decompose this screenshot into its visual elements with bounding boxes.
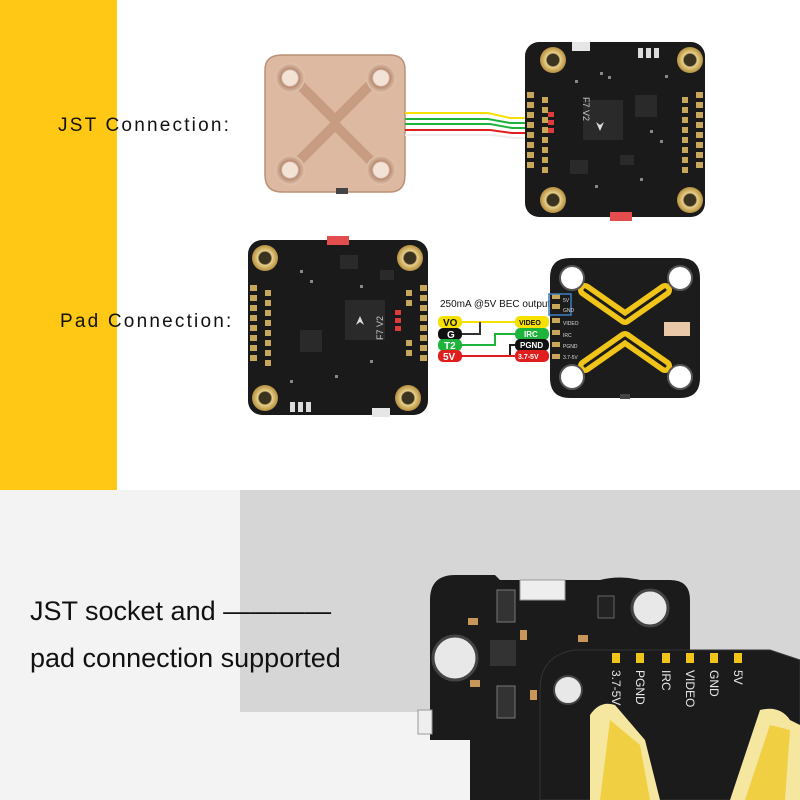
vtx-side-label-video: VIDEO [563,321,579,327]
caption-line-2: pad connection supported [30,643,341,673]
fc-pad-tags: VO G T2 5V [438,316,462,363]
closeup-label-irc: IRC [659,670,673,691]
yellow-accent-band [0,0,117,490]
closeup-label-3v7-5v: 3.7-5V [609,670,623,705]
fc-model-label-bottom: F7 V2 [375,316,385,340]
closeup-label-5v: 5V [731,670,745,685]
fc-pad-5v: 5V [438,350,462,363]
closeup-boards: 3.7-5V PGND IRC VIDEO GND 5V [417,575,800,800]
closeup-label-video: VIDEO [683,670,697,707]
vtx-side-label-5v: 5V [563,298,570,304]
fc-pad-vo: VO [438,316,462,329]
vtx-side-label-3v7-5v: 3.7-5V [563,355,578,361]
vtx-board [550,258,700,399]
vtx-pad-video: VIDEO [515,316,549,328]
vtx-pad-3v7-5v: 3.7-5V [515,350,549,362]
bec-note-text: 250mA @5V BEC output [440,299,550,310]
svg-text:IRC: IRC [524,330,538,339]
vtx-pad-pgnd: PGND [515,339,549,351]
vtx-pad-tags: VIDEO IRC PGND 3.7-5V VIDEO IRC PGND 3.7… [515,316,579,362]
svg-text:5V: 5V [443,352,456,363]
svg-text:G: G [447,330,455,341]
fc-pad-g: G [438,328,462,341]
svg-text:3.7-5V: 3.7-5V [518,354,539,361]
fc-board-top: F7 V2 [525,42,705,221]
closeup-label-gnd: GND [707,670,721,697]
caption-line-1: JST socket and ———— [30,596,332,626]
jst-connection-label: JST Connection: [58,115,232,136]
vtx-copper-plate [264,54,406,194]
bec-output-note: 250mA @5V BEC output 5V GND [440,293,575,316]
fc-pad-t2: T2 [438,339,462,352]
vtx-side-label-irc: IRC [563,333,572,339]
svg-text:VIDEO: VIDEO [519,320,541,327]
pad-connection-label: Pad Connection: [60,311,234,332]
vtx-side-label-gnd: GND [563,308,575,314]
svg-text:VO: VO [443,318,458,329]
svg-text:PGND: PGND [520,341,543,350]
vtx-side-label-pgnd: PGND [563,344,578,350]
fc-board-bottom: F7 V2 [248,236,428,417]
fc-model-label-top: F7 V2 [581,97,591,121]
vtx-pad-irc: IRC [515,328,549,340]
svg-text:T2: T2 [444,341,456,352]
jst-wires [405,112,535,139]
closeup-label-pgnd: PGND [633,670,647,705]
